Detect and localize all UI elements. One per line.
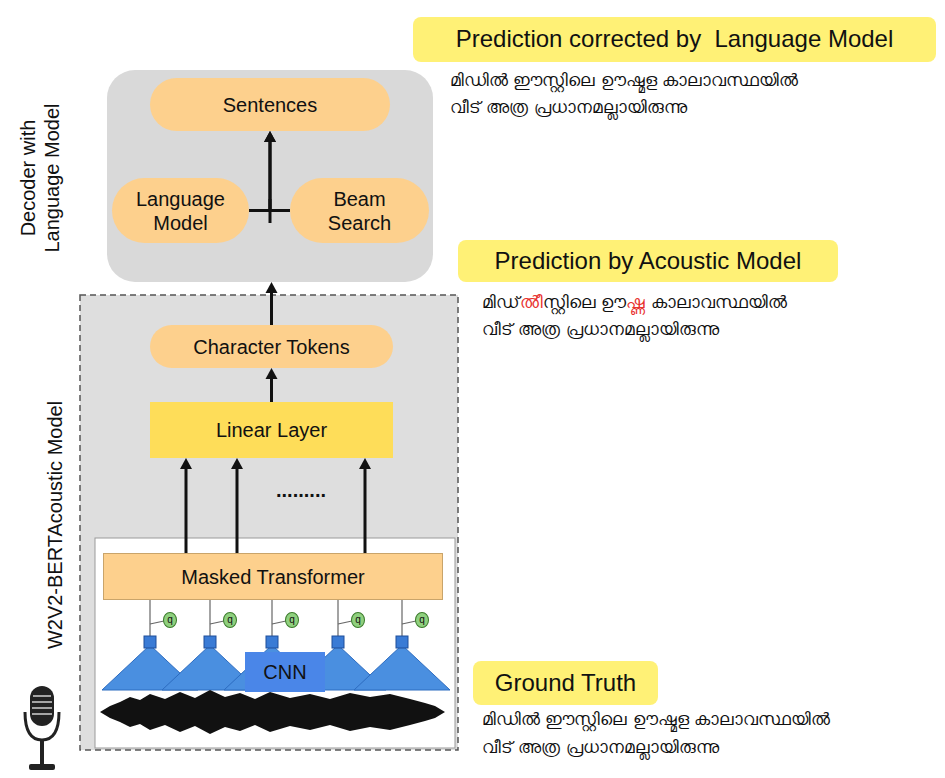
quantizer-circle: q — [223, 612, 237, 628]
quantizer-circle: q — [285, 612, 299, 628]
box-label: Prediction by Acoustic Model — [495, 247, 802, 276]
box-label: Prediction corrected by Language Model — [456, 25, 894, 54]
connector-line — [249, 141, 270, 211]
decoder-panel — [107, 70, 433, 282]
box-label: q — [419, 615, 425, 625]
connector — [180, 458, 192, 553]
connector-line — [270, 141, 290, 211]
waveform — [100, 690, 445, 734]
arrow-head — [264, 131, 276, 142]
panel-heading: Decoder with Language Model — [16, 88, 64, 268]
transcript-text: കാലാവസ്ഥയിൽ — [651, 292, 787, 312]
quantizer-circle: q — [415, 612, 429, 628]
connector — [264, 131, 290, 211]
box-label: q — [355, 615, 361, 625]
output-box: Sentences — [150, 78, 390, 131]
box-label: Beam Search — [302, 187, 417, 235]
transcript-text: വീട് അത്ര പ്രധാനമല്ലായിരുന്നു — [450, 95, 687, 119]
ellipsis-mark: ......... — [276, 478, 326, 502]
connector-line — [270, 292, 273, 325]
acoustic-model-box: W2V2-BERTAcoustic ModelCharacter TokensL… — [80, 295, 458, 750]
box-label: Language Model — [124, 187, 237, 235]
highlight-tag: Ground Truth — [473, 661, 658, 705]
connector — [359, 458, 371, 553]
box-label: Ground Truth — [495, 669, 636, 698]
box-label: Sentences — [223, 93, 318, 117]
box-label: Character Tokens — [193, 335, 349, 359]
panel-heading: W2V2-BERTAcoustic Model — [43, 401, 67, 649]
transcript-text: മിഡിൽ ഈസ്റ്റിലെ ഊഷ്മള കാലാവസ്ഥയിൽ — [450, 68, 798, 92]
box-label: q — [167, 615, 173, 625]
feature-squares — [144, 636, 408, 648]
transcript-text: വീട് അത്ര പ്രധാനമല്ലായിരുന്നു — [482, 317, 719, 341]
transcript-text: വീട് അത്ര പ്രധാനമല്ലായിരുന്നു — [482, 735, 719, 759]
box-label: Linear Layer — [216, 418, 327, 442]
box-label: q — [227, 615, 233, 625]
box-label: q — [289, 615, 295, 625]
box-label: CNN — [263, 660, 306, 684]
transcript-line: മിഡ്ൽീസ്റ്റിലെ ഊഷ്ണ കാലാവസ്ഥയിൽ — [482, 290, 787, 314]
arrow-head — [266, 282, 278, 293]
connector — [266, 282, 278, 325]
layer-box: Linear Layer — [150, 402, 393, 458]
arrow-head — [264, 131, 276, 142]
connector — [231, 458, 243, 553]
decoder-box: Decoder with Language ModelSentencesLang… — [107, 70, 433, 282]
quantizer-lines — [150, 600, 416, 636]
arrow-head — [266, 368, 278, 379]
module-box: Language Model — [112, 178, 249, 243]
quantizer-circle: q — [163, 612, 177, 628]
connector-line — [270, 378, 273, 402]
box-label: Masked Transformer — [181, 565, 364, 589]
transcript-text: മിഡ് — [482, 292, 520, 312]
connector-line — [185, 468, 188, 553]
highlight-tag: Prediction by Acoustic Model — [458, 240, 838, 282]
encoder-panel — [95, 538, 455, 748]
transcript-text: സ്റ്റിലെ ഊ — [543, 292, 626, 312]
arrow-head — [359, 458, 371, 469]
connector-line — [364, 468, 367, 553]
connector — [266, 368, 278, 402]
module-box: Beam Search — [290, 178, 429, 243]
error-text: ഷ്ണ — [626, 292, 645, 312]
token-box: Character Tokens — [150, 325, 393, 368]
microphone-icon — [25, 686, 59, 770]
cnn-box: CNN — [245, 652, 325, 692]
transcript-text: മിഡിൽ ഈസ്റ്റിലെ ഊഷ്മള കാലാവസ്ഥയിൽ — [482, 707, 830, 731]
transformer-box: Masked Transformer — [103, 553, 443, 600]
connector-line — [236, 468, 239, 553]
highlight-tag: Prediction corrected by Language Model — [413, 17, 936, 62]
quantizer-circle: q — [351, 612, 365, 628]
arrow-head — [180, 458, 192, 469]
connector — [249, 131, 276, 211]
error-text: ൽീ — [520, 292, 543, 312]
acoustic-panel — [80, 295, 458, 750]
arrow-head — [231, 458, 243, 469]
